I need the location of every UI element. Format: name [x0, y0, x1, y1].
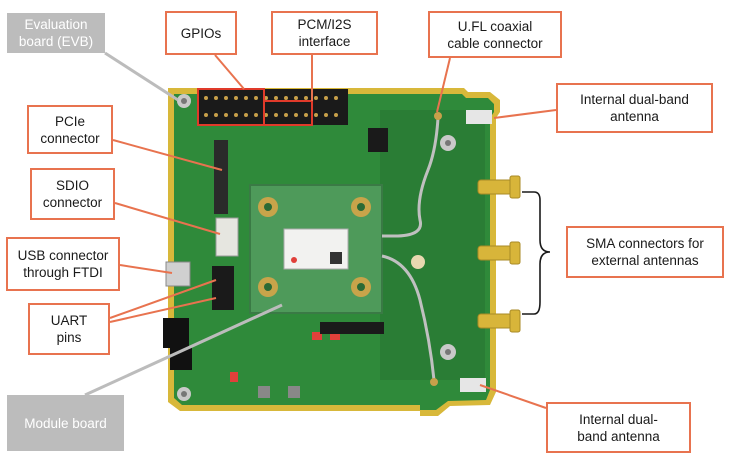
callout-gpios: GPIOs [165, 11, 237, 55]
leader-usb [119, 264, 173, 274]
jumper-block [368, 128, 388, 152]
coax-cable-bottom [381, 254, 436, 381]
leader-uart-1 [109, 279, 217, 319]
callout-internal-antenna-top: Internal dual-band antenna [556, 83, 713, 133]
leader-ufl [436, 57, 451, 113]
usb-connector-part [165, 261, 191, 287]
coax-cable-top [382, 117, 440, 238]
callout-uart-pins: UART pins [28, 303, 110, 355]
pcie-connector-part [214, 140, 228, 214]
leader-gpios [214, 54, 245, 90]
callout-module-board: Module board [7, 395, 124, 451]
callout-usb-connector: USB connector through FTDI [6, 237, 120, 291]
power-jack [163, 318, 189, 348]
callout-pcm-interface: PCM/I2S interface [271, 11, 378, 55]
internal-antenna-bottom [460, 378, 486, 392]
gpio-header [198, 89, 348, 125]
callout-sdio-connector: SDIO connector [30, 168, 115, 220]
callout-evaluation-board: Evaluation board (EVB) [7, 13, 105, 53]
power-jack-2 [170, 346, 192, 370]
sdio-connector-part [215, 217, 239, 257]
internal-antenna-top [466, 110, 492, 124]
sma-connectors-part [477, 175, 521, 333]
leader-antenna-bottom [479, 384, 547, 409]
callout-ufl-connector: U.FL coaxial cable connector [428, 11, 562, 58]
leader-evb [104, 51, 179, 102]
sma-bracket [522, 191, 551, 315]
leader-uart-2 [109, 297, 217, 323]
leader-antenna-top [493, 109, 557, 119]
leader-sdio [114, 202, 221, 235]
callout-internal-antenna-bottom: Internal dual- band antenna [546, 402, 691, 453]
callout-pcie-connector: PCIe connector [27, 105, 113, 154]
leader-pcie [112, 139, 223, 171]
callout-sma-connectors: SMA connectors for external antennas [566, 226, 724, 278]
pcm-highlight [263, 100, 313, 126]
leader-module [84, 303, 283, 397]
uart-pins-part [212, 266, 234, 310]
